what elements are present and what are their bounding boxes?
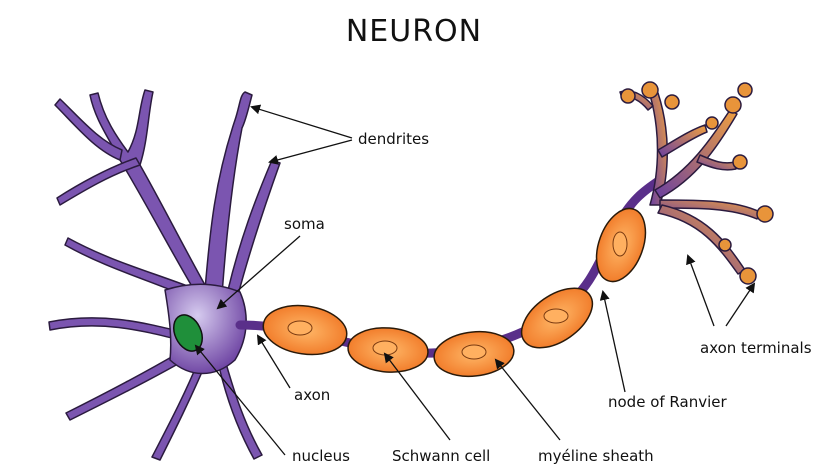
terminal-buttons-group bbox=[620, 81, 774, 285]
schwann-nucleus bbox=[543, 308, 569, 324]
label-myelin-sheath: myéline sheath bbox=[538, 447, 654, 465]
label-axon: axon bbox=[294, 386, 331, 404]
arrow-soma bbox=[216, 235, 301, 310]
terminal-button bbox=[756, 205, 774, 223]
arrow-node-of-ranvier bbox=[599, 290, 626, 393]
terminal-button bbox=[732, 154, 748, 170]
terminal-button bbox=[620, 88, 636, 104]
label-schwann-cell: Schwann cell bbox=[392, 447, 491, 465]
axon-terminals-group bbox=[619, 90, 761, 275]
schwann-nucleus bbox=[372, 340, 398, 356]
terminal-button bbox=[641, 81, 659, 99]
terminal-button bbox=[705, 116, 719, 130]
terminal-button bbox=[737, 82, 753, 98]
pointer-arrows bbox=[194, 104, 756, 456]
schwann-nucleus bbox=[461, 344, 487, 360]
arrow-dendrites-upper bbox=[250, 104, 353, 139]
label-soma: soma bbox=[284, 215, 325, 233]
arrow-axon bbox=[256, 334, 291, 389]
page-title: NEURON bbox=[345, 14, 483, 49]
label-axon-terminals: axon terminals bbox=[700, 339, 812, 357]
schwann-nuclei-group bbox=[287, 231, 628, 360]
label-dendrites: dendrites bbox=[358, 130, 430, 148]
terminal-button bbox=[718, 238, 732, 252]
arrow-schwann-cell bbox=[383, 352, 451, 441]
schwann-nucleus bbox=[287, 320, 313, 336]
label-node-of-ranvier: node of Ranvier bbox=[608, 393, 727, 411]
dendrites-group bbox=[48, 89, 281, 461]
arrow-nucleus bbox=[194, 344, 286, 456]
arrow-axon-terminals-right bbox=[725, 282, 756, 327]
arrow-myelin-sheath bbox=[494, 358, 561, 441]
label-nucleus: nucleus bbox=[292, 447, 350, 465]
arrow-axon-terminals-left bbox=[686, 254, 715, 327]
terminal-button bbox=[739, 267, 757, 285]
schwann-nucleus bbox=[612, 231, 628, 257]
terminal-button bbox=[664, 94, 680, 110]
arrow-dendrites-lower bbox=[268, 139, 353, 165]
terminal-button bbox=[724, 96, 742, 114]
